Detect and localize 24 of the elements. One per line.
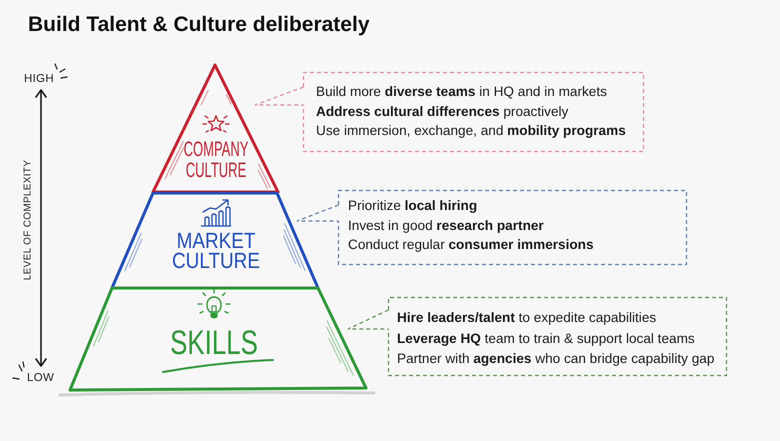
leader-line xyxy=(254,86,304,106)
tier-label: MARKET CULTURE xyxy=(171,231,261,271)
pyramid-tier xyxy=(150,62,281,195)
callout-text: Conduct regular consumer immersions xyxy=(348,236,594,254)
callout-text: Leverage HQ team to train & support local teams xyxy=(397,330,695,348)
tier-label: SKILLS xyxy=(169,326,259,360)
leader-line xyxy=(296,204,339,222)
leader-line xyxy=(347,309,389,330)
callout-text: Invest in good research partner xyxy=(348,216,544,235)
axis-label: HIGH xyxy=(24,73,54,86)
title: Build Talent & Culture deliberately xyxy=(28,13,370,37)
callout-text: Address cultural differences proactively xyxy=(316,102,568,121)
callout-text: Build more diverse teams in HQ and in markets xyxy=(316,83,607,101)
callout-text: Hire leaders/talent to expedite capabilities xyxy=(397,309,656,327)
axis-title: LEVEL OF COMPLEXITY xyxy=(22,160,34,280)
callout-box xyxy=(303,72,644,152)
callout-text: Prioritize local hiring xyxy=(348,197,478,215)
tier-label: COMPANY CULTURE xyxy=(182,139,250,181)
axis-label: LOW xyxy=(27,372,54,385)
callout-text: Partner with agencies who can bridge capability gap xyxy=(397,350,714,368)
pyramid-tier xyxy=(67,285,369,393)
callout-box xyxy=(338,190,687,265)
callout-box xyxy=(388,297,727,376)
callout-text: Use immersion, exchange, and mobility programs xyxy=(316,122,626,140)
